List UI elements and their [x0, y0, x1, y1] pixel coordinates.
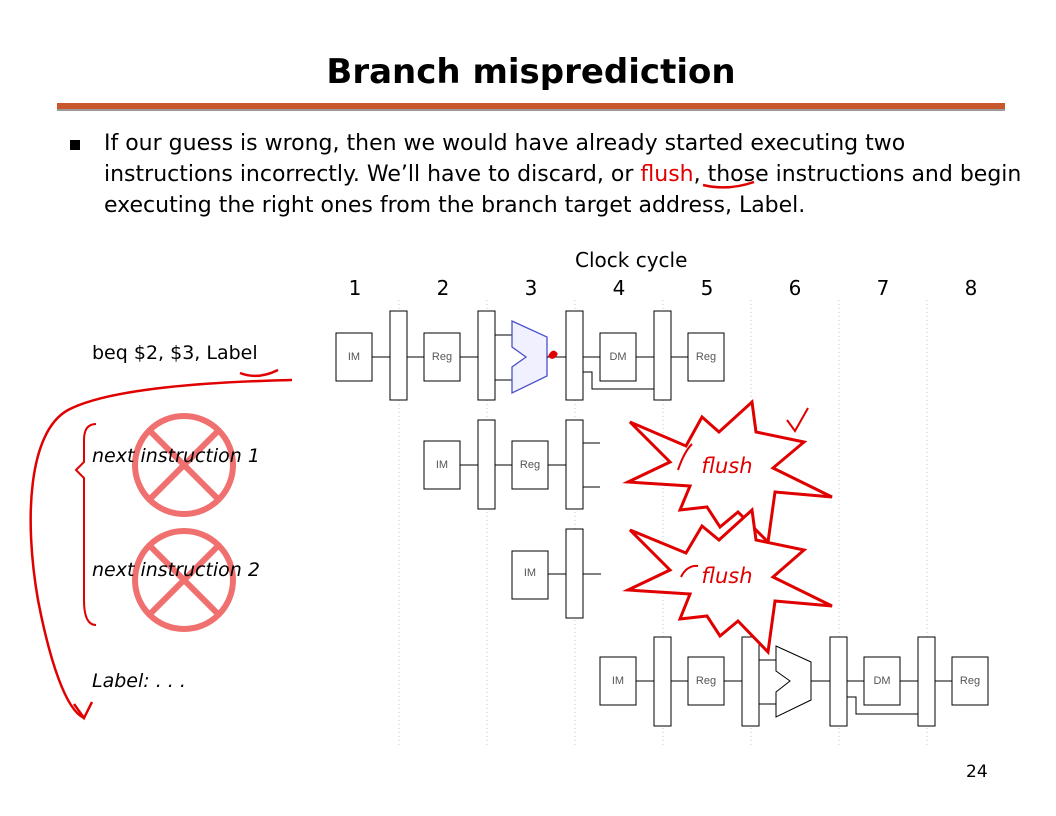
reg-stage-label: Reg: [696, 675, 716, 687]
pipeline-register: [829, 636, 848, 727]
flush-burst-2: flush: [622, 506, 833, 656]
pipeline-register: [389, 310, 408, 401]
cycle-number: 2: [436, 276, 450, 300]
instruction-next-1: next instruction 1: [92, 445, 260, 467]
im-stage-label: IM: [612, 675, 624, 687]
bullet-text-part1: If our guess is wrong, then we would hav…: [104, 131, 906, 187]
flush-bracket: [74, 423, 97, 626]
pipeline-register: [653, 636, 672, 727]
reg-stage: [951, 656, 989, 706]
pipeline-register: [741, 636, 760, 727]
im-stage-label: IM: [348, 351, 360, 363]
cancel-x-icon: [132, 413, 236, 517]
flush-underline: [702, 180, 755, 189]
reg-stage-label: Reg: [696, 351, 716, 363]
pipeline-row-beq: IM Reg DM Reg: [335, 310, 725, 401]
im-stage-label: IM: [524, 567, 536, 579]
reg-stage-label: Reg: [520, 459, 540, 471]
reg-stage: [687, 332, 725, 382]
pipeline-register: [565, 528, 584, 619]
cycle-number: 4: [612, 276, 626, 300]
page-title: Branch misprediction: [326, 52, 736, 92]
flush-highlight: flush: [640, 162, 694, 187]
branch-target-arrow: [29, 378, 293, 720]
title-rule: [57, 103, 1005, 111]
cycle-number: 3: [524, 276, 538, 300]
reg-stage: [687, 656, 725, 706]
pipeline-register: [565, 310, 584, 401]
dm-stage-label: DM: [609, 351, 626, 363]
clock-cycle-label: Clock cycle: [575, 248, 688, 272]
cycle-number: 5: [700, 276, 714, 300]
pipeline-register: [477, 419, 496, 510]
page-number: 24: [966, 762, 988, 782]
dm-stage: [863, 656, 901, 706]
cycle-number: 7: [876, 276, 890, 300]
pipeline-register: [653, 310, 672, 401]
cancel-x-icon: [132, 528, 236, 632]
im-stage: [335, 332, 373, 382]
instruction-label: Label: . . .: [92, 670, 186, 692]
im-stage-label: IM: [436, 459, 448, 471]
alu-stage: [775, 645, 812, 718]
dm-stage-label: DM: [873, 675, 890, 687]
label-underline: [239, 368, 279, 378]
instruction-next-2: next instruction 2: [92, 559, 260, 581]
flush-label: flush: [701, 454, 752, 478]
dm-stage: [599, 332, 637, 382]
bullet-marker: [70, 140, 80, 150]
reg-stage-label: Reg: [960, 675, 980, 687]
reg-stage: [511, 440, 549, 490]
pipeline-register: [565, 419, 584, 510]
pipeline-row-next1: IM Reg: [423, 419, 600, 510]
im-stage: [599, 656, 637, 706]
pipeline-row-next2: IM: [511, 528, 601, 619]
im-stage: [511, 550, 549, 600]
instruction-beq: beq $2, $3, Label: [92, 342, 258, 364]
flush-burst-1: flush: [622, 398, 833, 546]
cycle-number: 1: [348, 276, 362, 300]
alu-stage: [511, 319, 548, 395]
cycle-number: 8: [964, 276, 978, 300]
reg-stage-label: Reg: [432, 351, 452, 363]
branch-result-mark: [548, 350, 558, 359]
pipeline-register: [917, 636, 936, 727]
pipeline-register: [477, 310, 496, 401]
flush-label: flush: [701, 564, 752, 588]
cycle-number: 6: [788, 276, 802, 300]
arrow-head: [72, 701, 94, 721]
pipeline-row-label: IM Reg DM Reg: [599, 636, 989, 727]
